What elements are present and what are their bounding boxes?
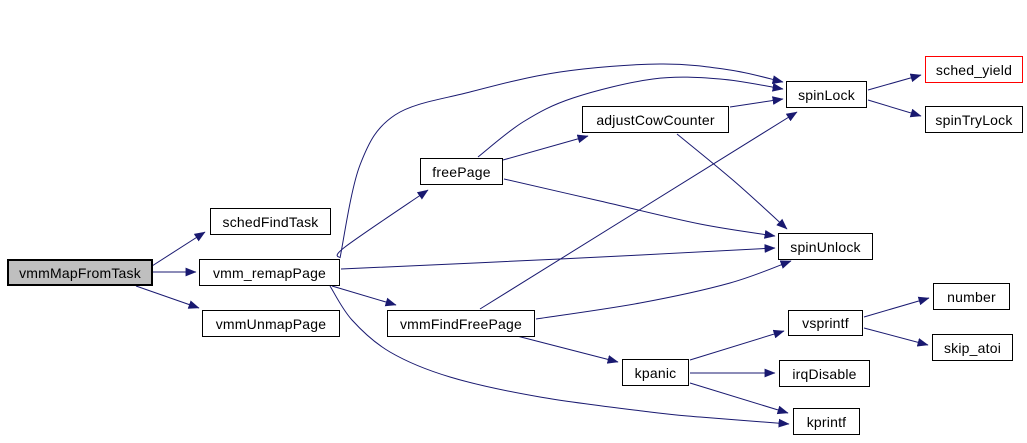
node-vmmUnmapPage[interactable]: vmmUnmapPage xyxy=(202,310,340,337)
edge-vsprintf-to-skip_atoi xyxy=(863,327,929,347)
edge-vmm_remapPage-to-vmmFindFreePage xyxy=(331,285,397,307)
edge-vmmFindFreePage-to-kpanic xyxy=(516,335,619,364)
node-irqDisable[interactable]: irqDisable xyxy=(779,360,870,387)
edge-vmm_remapPage-to-spinLock xyxy=(339,63,784,259)
node-adjustCowCounter[interactable]: adjustCowCounter xyxy=(582,106,729,133)
edge-freePage-to-adjustCowCounter xyxy=(502,134,589,161)
edge-spinLock-to-sched_yield xyxy=(867,73,922,91)
node-kprintf[interactable]: kprintf xyxy=(793,408,860,435)
edge-vmmFindFreePage-to-spinUnlock xyxy=(535,260,792,320)
edge-vmm_remapPage-to-freePage xyxy=(336,189,429,259)
edge-vmm_remapPage-to-kprintf xyxy=(329,285,790,428)
node-spinTryLock[interactable]: spinTryLock xyxy=(925,106,1023,133)
node-spinLock[interactable]: spinLock xyxy=(786,81,867,108)
edge-vsprintf-to-number xyxy=(863,296,930,318)
edge-adjustCowCounter-to-spinUnlock xyxy=(676,133,788,230)
edge-vmm_remapPage-to-spinUnlock xyxy=(340,244,776,270)
node-vsprintf[interactable]: vsprintf xyxy=(788,310,863,336)
edge-kpanic-to-kprintf xyxy=(689,382,789,415)
edge-vmmMapFromTask-to-schedFindTask xyxy=(151,231,206,267)
edge-spinLock-to-spinTryLock xyxy=(867,99,922,118)
node-freePage[interactable]: freePage xyxy=(420,158,503,185)
node-schedFindTask[interactable]: schedFindTask xyxy=(210,208,331,235)
edge-freePage-to-spinUnlock xyxy=(503,178,776,239)
node-vmmFindFreePage[interactable]: vmmFindFreePage xyxy=(387,310,535,337)
node-spinUnlock[interactable]: spinUnlock xyxy=(778,233,873,260)
node-sched_yield[interactable]: sched_yield xyxy=(925,56,1023,83)
node-vmmMapFromTask: vmmMapFromTask xyxy=(7,259,153,286)
edge-kpanic-to-vsprintf xyxy=(689,329,785,361)
node-skip_atoi[interactable]: skip_atoi xyxy=(932,334,1013,361)
node-number[interactable]: number xyxy=(933,283,1010,310)
node-vmm_remapPage[interactable]: vmm_remapPage xyxy=(199,259,340,286)
edge-adjustCowCounter-to-spinLock xyxy=(729,96,784,108)
edge-vmmFindFreePage-to-spinLock xyxy=(479,111,798,310)
edge-vmmMapFromTask-to-vmmUnmapPage xyxy=(135,285,200,309)
edge-freePage-to-spinLock xyxy=(477,76,784,158)
node-kpanic[interactable]: kpanic xyxy=(622,359,689,386)
